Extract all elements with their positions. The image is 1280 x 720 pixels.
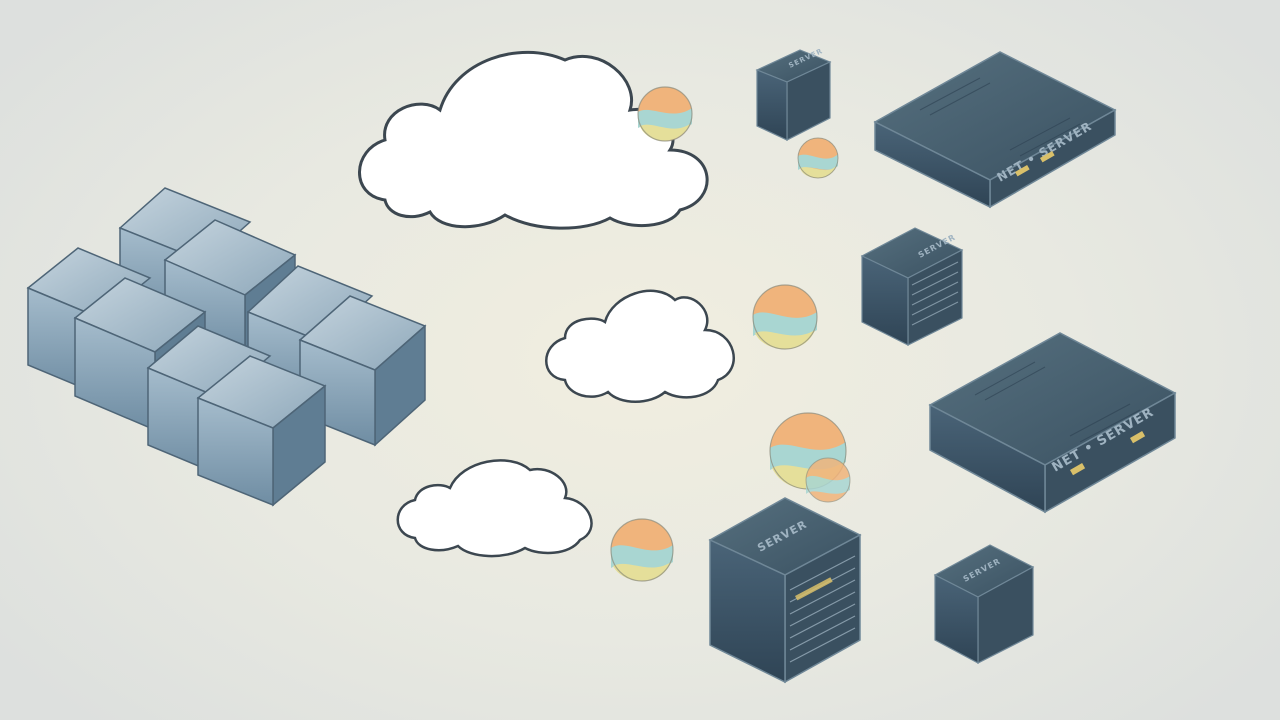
storage-block-bottom-right (196, 355, 327, 507)
tower-server-bottom-right: SERVER (933, 544, 1035, 665)
cloud-small (396, 459, 593, 558)
data-bubble-2 (797, 137, 839, 179)
rack-server-middle: NET • SERVER (928, 332, 1177, 514)
cloud-large (358, 50, 709, 230)
cloud-medium (545, 289, 735, 403)
tower-server-middle: SERVER (860, 227, 964, 346)
data-bubble-5 (805, 457, 851, 503)
data-bubble-3 (752, 284, 818, 350)
rack-server-top: NET • SERVER (873, 51, 1117, 209)
data-bubble-6 (610, 518, 674, 582)
tower-server-large: SERVER (708, 497, 862, 684)
data-bubble-1 (637, 86, 693, 142)
storage-cluster (26, 187, 427, 507)
tower-server-top: SERVER (755, 47, 832, 141)
storage-block-right-front (298, 295, 427, 447)
